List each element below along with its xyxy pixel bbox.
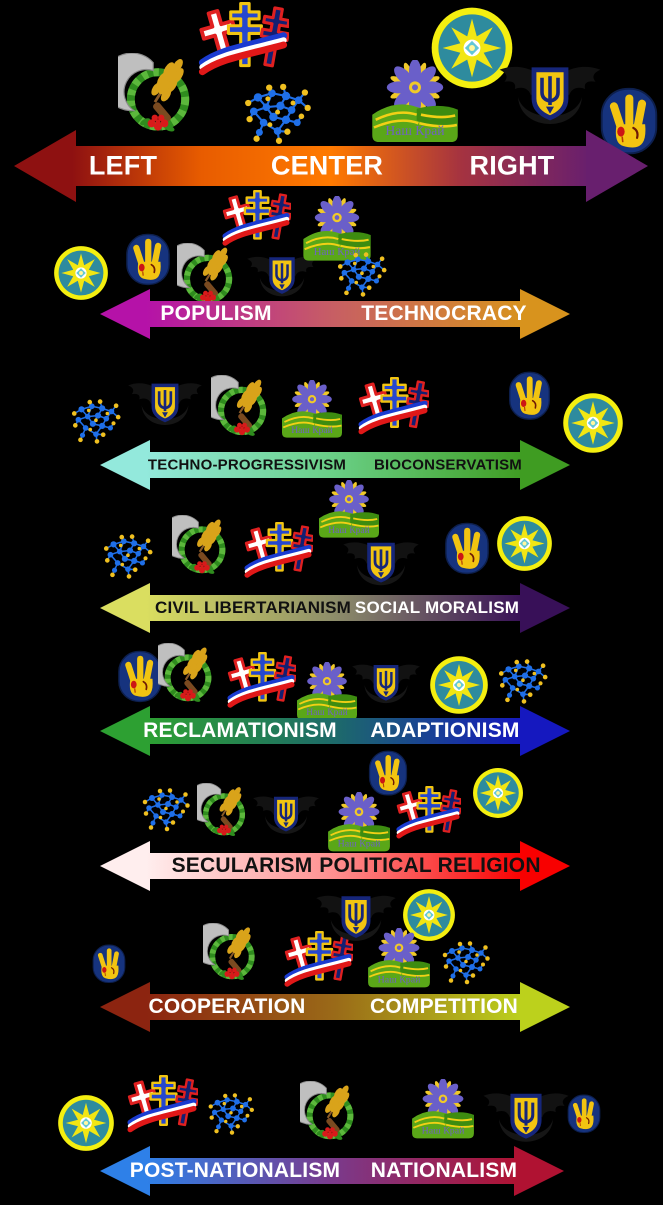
three-crosses-tricolor-ribbon-emblem-icon <box>197 2 289 79</box>
arrow-head-right <box>520 289 570 339</box>
axis-label-cooperation: COOPERATION <box>148 995 306 1018</box>
arrow-body <box>146 853 524 879</box>
black-eagle-tryzub-shield-emblem-icon <box>252 790 320 842</box>
black-eagle-tryzub-shield-emblem-icon <box>482 1085 570 1153</box>
axis-label-civil-libertarianism: CIVIL LIBERTARIANISM <box>154 598 352 617</box>
three-finger-salute-emblem-icon <box>566 1094 602 1134</box>
blue-network-molecule-emblem-icon <box>137 787 197 837</box>
axis-technoprogressivism-bioconservatism: TECHNO-PROGRESSIVISM BIOCONSERVATISM <box>100 440 570 490</box>
eight-point-sun-star-emblem-icon <box>496 515 553 572</box>
arrow-head-right <box>520 440 570 490</box>
nash-krai-emblem-icon <box>409 1079 477 1147</box>
arrow-head-left <box>100 583 150 633</box>
arrow-body <box>146 718 524 744</box>
axis-label-secularism: SECULARISM <box>171 854 313 877</box>
arrow-head-left <box>100 289 150 339</box>
axis-label-center: CENTER <box>270 150 384 181</box>
three-finger-salute-emblem-icon <box>116 650 164 703</box>
three-crosses-tricolor-ribbon-emblem-icon <box>357 377 429 437</box>
axis-label-right: RIGHT <box>469 150 555 181</box>
axis-secularism-political-religion: SECULARISM POLITICAL RELIGION <box>100 841 570 891</box>
blue-network-molecule-emblem-icon <box>98 533 160 585</box>
axis-reclamationism-adaptionism: RECLAMATIONISM ADAPTIONISM <box>100 706 570 756</box>
nash-krai-emblem-icon <box>279 380 345 446</box>
axis-label-social-moralism: SOCIAL MORALISM <box>354 598 520 617</box>
black-eagle-tryzub-shield-emblem-icon <box>351 658 421 712</box>
three-crosses-tricolor-ribbon-emblem-icon <box>226 652 296 710</box>
axis-label-competition: COMPETITION <box>369 995 519 1018</box>
arrow-head-left <box>100 841 150 891</box>
eight-point-sun-star-emblem-icon <box>562 392 624 454</box>
three-finger-salute-emblem-icon <box>507 371 552 421</box>
blue-network-molecule-emblem-icon <box>203 1092 261 1140</box>
blue-network-molecule-emblem-icon <box>493 658 555 710</box>
three-finger-salute-emblem-icon <box>443 522 491 575</box>
axis-label-political-religion: POLITICAL RELIGION <box>319 854 541 877</box>
arrow-body <box>146 595 524 621</box>
wreath-sickle-wheat-emblem-icon <box>158 643 218 709</box>
three-crosses-tricolor-ribbon-emblem-icon <box>126 1075 198 1135</box>
black-eagle-tryzub-shield-emblem-icon <box>498 57 602 137</box>
three-crosses-tricolor-ribbon-emblem-icon <box>395 786 461 841</box>
three-finger-salute-emblem-icon <box>124 233 172 286</box>
axis-label-left: LEFT <box>88 150 158 181</box>
wreath-sickle-wheat-emblem-icon <box>211 375 273 443</box>
axis-label-post-nationalism: POST-NATIONALISM <box>129 1159 341 1182</box>
arrow-head-left <box>100 440 150 490</box>
arrow-head-left <box>14 130 76 202</box>
arrow-body <box>146 994 524 1020</box>
arrow-head-right <box>520 982 570 1032</box>
axis-label-technocracy: TECHNOCRACY <box>361 302 527 325</box>
arrow-head-right <box>520 583 570 633</box>
arrow-body <box>146 452 524 478</box>
axis-label-adaptionism: ADAPTIONISM <box>370 719 520 742</box>
axis-civil-libertarianism-social-moralism: CIVIL LIBERTARIANISM SOCIAL MORALISM <box>100 583 570 633</box>
black-eagle-tryzub-shield-emblem-icon <box>127 376 203 434</box>
wreath-sickle-wheat-emblem-icon <box>197 783 251 842</box>
arrow-head-left <box>100 982 150 1032</box>
wreath-sickle-wheat-emblem-icon <box>300 1081 360 1147</box>
axis-label-populism: POPULISM <box>160 302 272 325</box>
wreath-sickle-wheat-emblem-icon <box>203 923 261 987</box>
axis-label-bioconservatism: BIOCONSERVATISM <box>373 456 523 474</box>
arrow-head-right <box>586 130 648 202</box>
arrow-body <box>72 146 590 186</box>
axis-cooperation-competition: COOPERATION COMPETITION <box>100 982 570 1032</box>
axis-left-right: LEFT CENTER RIGHT <box>14 130 648 202</box>
three-crosses-tricolor-ribbon-emblem-icon <box>221 190 291 248</box>
arrow-head-right <box>520 706 570 756</box>
arrow-body <box>146 1158 518 1184</box>
wreath-sickle-wheat-emblem-icon <box>172 515 232 581</box>
eight-point-sun-star-emblem-icon <box>57 1094 115 1152</box>
wreath-sickle-wheat-emblem-icon <box>118 53 198 141</box>
arrow-head-right <box>514 1146 564 1196</box>
axis-label-nationalism: NATIONALISM <box>370 1159 518 1182</box>
three-finger-salute-emblem-icon <box>91 944 127 984</box>
axis-post-nationalism-nationalism: POST-NATIONALISM NATIONALISM <box>100 1146 564 1196</box>
three-crosses-tricolor-ribbon-emblem-icon <box>243 522 313 580</box>
eight-point-sun-star-emblem-icon <box>472 767 524 819</box>
axis-label-techno-progressivism: TECHNO-PROGRESSIVISM <box>147 456 347 474</box>
axis-label-reclamationism: RECLAMATIONISM <box>143 719 337 742</box>
axis-populism-technocracy: POPULISM TECHNOCRACY <box>100 289 570 339</box>
arrow-body <box>146 301 524 327</box>
